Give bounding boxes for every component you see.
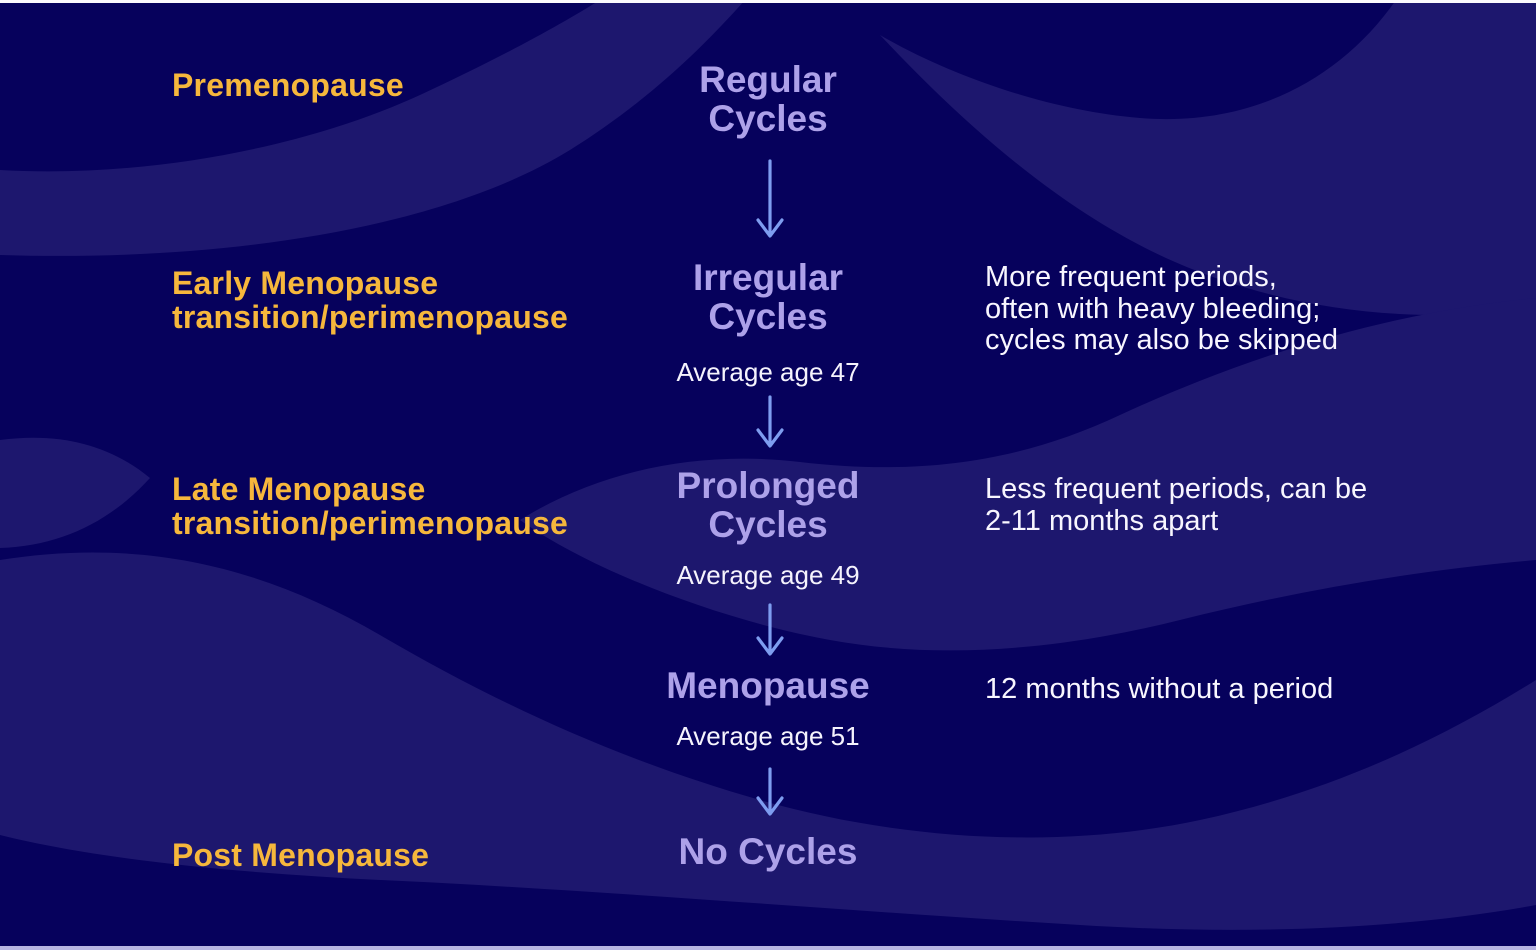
average-age-49: Average age 49 — [676, 560, 860, 590]
cycle-heading-menopause: Menopause — [666, 665, 870, 706]
flow-arrow-icon — [754, 394, 786, 458]
flow-arrow-icon — [754, 602, 786, 666]
average-age-51: Average age 51 — [676, 721, 860, 751]
stage-label-late-menopause-transition: Late Menopause transition/perimenopause — [172, 471, 568, 541]
top-border-line — [0, 0, 1536, 3]
cycle-heading-no-cycles: No Cycles — [678, 831, 858, 872]
stage-label-premenopause: Premenopause — [172, 67, 404, 103]
flow-arrow-icon — [754, 158, 786, 248]
note-irregular-cycles: More frequent periods, often with heavy … — [985, 261, 1338, 356]
note-menopause: 12 months without a period — [985, 673, 1334, 705]
flow-arrow-icon — [754, 766, 786, 826]
stage-label-early-menopause-transition: Early Menopause transition/perimenopause — [172, 265, 568, 335]
cycle-heading-regular-cycles: Regular Cycles — [699, 59, 837, 139]
cycle-heading-prolonged-cycles: Prolonged Cycles — [676, 465, 860, 545]
stage-label-post-menopause: Post Menopause — [172, 837, 430, 873]
bottom-border-line — [0, 946, 1536, 950]
note-prolonged-cycles: Less frequent periods, can be 2-11 month… — [985, 473, 1368, 537]
cycle-heading-irregular-cycles: Irregular Cycles — [692, 257, 844, 337]
average-age-47: Average age 47 — [676, 357, 860, 387]
